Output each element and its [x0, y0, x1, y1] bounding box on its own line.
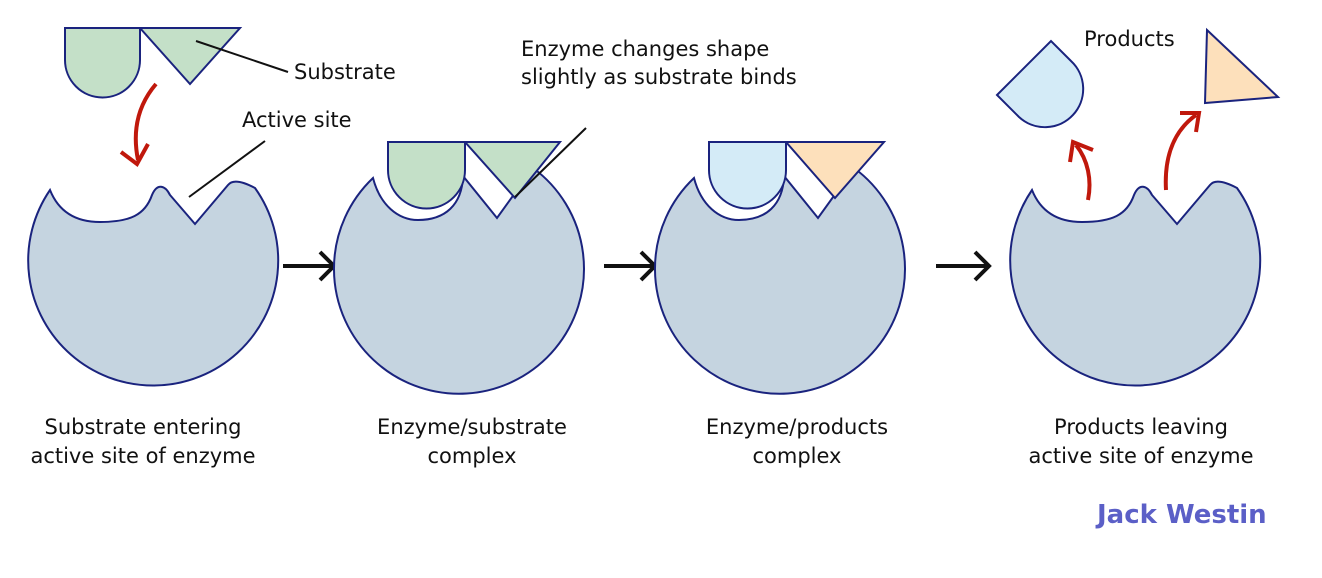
- shape-change-pointer-line: [514, 127, 587, 198]
- red-arrowhead: [119, 143, 150, 167]
- arrow-right-icon: [283, 250, 337, 282]
- enzyme-stage4: [1009, 180, 1262, 387]
- product-triangle-bound: [783, 141, 887, 200]
- enzyme-stage1: [27, 180, 280, 387]
- red-arrow-entering: [133, 82, 158, 161]
- stage-caption-1: Substrate entering active site of enzyme: [30, 413, 255, 471]
- product-round-bound: [708, 141, 787, 210]
- red-arrow-leaving-2: [1163, 113, 1198, 191]
- stage-caption-4: Products leaving active site of enzyme: [1028, 413, 1253, 471]
- caption-line: active site of enzyme: [30, 444, 256, 468]
- products-label: Products: [1084, 27, 1175, 51]
- substrate-pointer-line: [195, 40, 289, 73]
- substrate-round-bound: [387, 141, 466, 210]
- caption-line: Substrate entering: [44, 415, 242, 439]
- jack-westin-logo: Jack Westin: [1097, 500, 1267, 530]
- substrate-stage1: [64, 27, 243, 99]
- arrow-right-icon: [604, 250, 658, 282]
- red-arrowhead: [1180, 111, 1202, 133]
- caption-line: complex: [752, 444, 842, 468]
- caption-line: Enzyme/substrate: [377, 415, 567, 439]
- active-site-pointer-line: [188, 140, 266, 198]
- stage-caption-2: Enzyme/substrate complex: [377, 413, 567, 471]
- active-site-label: Active site: [242, 108, 352, 132]
- arrow-right-icon: [936, 250, 992, 282]
- substrate-round: [64, 27, 141, 99]
- red-arrow-leaving-1: [1074, 143, 1092, 201]
- substrate-triangle: [137, 27, 243, 86]
- enzyme-stage3: [653, 167, 906, 395]
- red-arrowhead: [1068, 139, 1094, 163]
- stage-caption-3: Enzyme/products complex: [706, 413, 888, 471]
- caption-line: complex: [427, 444, 517, 468]
- shape-change-label-line2: slightly as substrate binds: [521, 65, 797, 89]
- shape-change-label-line1: Enzyme changes shape: [521, 37, 770, 61]
- product-round-leaving: [995, 39, 1085, 129]
- caption-line: active site of enzyme: [1028, 444, 1254, 468]
- enzyme-stage2: [332, 167, 585, 395]
- product-triangle-leaving: [1203, 27, 1281, 105]
- caption-line: Products leaving: [1054, 415, 1228, 439]
- caption-line: Enzyme/products: [705, 415, 889, 439]
- substrate-label: Substrate: [294, 60, 396, 84]
- substrate-triangle-bound: [462, 141, 563, 200]
